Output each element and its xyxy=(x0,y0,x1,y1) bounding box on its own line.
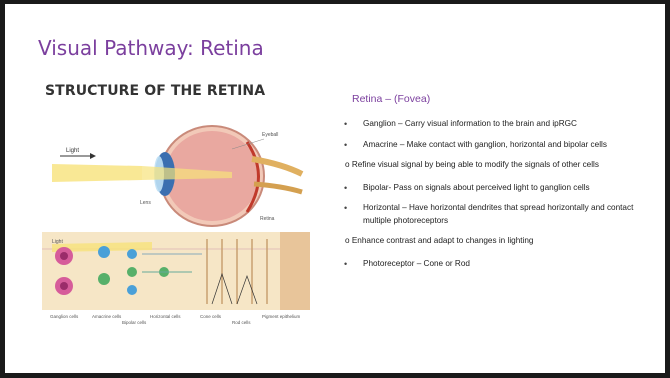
eyeball xyxy=(142,126,302,226)
label-amacrine: Amacrine cells xyxy=(92,314,122,319)
label-cone: Cone cells xyxy=(200,314,222,319)
item-text: Photoreceptor – Cone or Rod xyxy=(363,259,470,268)
slide-title: Visual Pathway: Retina xyxy=(38,36,264,60)
bullet-item: • Bipolar- Pass on signals about perceive… xyxy=(341,182,641,195)
retina-diagram: Light Eyeball Lens Retina xyxy=(32,104,320,326)
sub-point: o Enhance contrast and adapt to changes … xyxy=(341,235,641,248)
label-bipolar: Bipolar cells xyxy=(122,320,147,325)
item-text: Bipolar- Pass on signals about perceived… xyxy=(363,183,590,192)
label-retina: Retina xyxy=(260,216,275,222)
item-text: o Refine visual signal by being able to … xyxy=(345,160,599,169)
slide: Visual Pathway: Retina STRUCTURE OF THE … xyxy=(5,4,665,373)
bullet-item: • Ganglion – Carry visual information to … xyxy=(341,118,641,131)
figure-title: STRUCTURE OF THE RETINA xyxy=(45,83,265,99)
retina-cross-section xyxy=(42,232,310,310)
label-rod: Rod cells xyxy=(232,320,251,325)
label-pigment: Pigment epithelium xyxy=(262,314,301,319)
bullet-icon: • xyxy=(344,118,347,131)
item-text: Amacrine – Make contact with ganglion, h… xyxy=(363,140,607,149)
bullet-icon: • xyxy=(344,139,347,152)
label-eyeball: Eyeball xyxy=(262,132,278,138)
bullet-item: • Horizontal – Have horizontal dendrites … xyxy=(341,202,641,227)
label-light-lower: Light xyxy=(52,239,63,245)
bullet-icon: • xyxy=(344,202,347,215)
bullet-item: • Photoreceptor – Cone or Rod xyxy=(341,258,641,271)
light-beam xyxy=(52,153,142,182)
label-lens: Lens xyxy=(140,200,151,206)
bullet-icon: • xyxy=(344,258,347,271)
item-text: o Enhance contrast and adapt to changes … xyxy=(345,236,533,245)
sub-point: o Refine visual signal by being able to … xyxy=(341,159,641,172)
label-horizontal: Horizontal cells xyxy=(150,314,181,319)
item-text: Horizontal – Have horizontal dendrites t… xyxy=(363,203,633,225)
label-light: Light xyxy=(66,148,79,154)
label-ganglion: Ganglion cells xyxy=(50,314,79,319)
bullet-item: • Amacrine – Make contact with ganglion, … xyxy=(341,139,641,152)
section-heading: Retina – (Fovea) xyxy=(352,93,430,105)
bullet-list: • Ganglion – Carry visual information to … xyxy=(341,118,641,278)
item-text: Ganglion – Carry visual information to t… xyxy=(363,119,577,128)
bullet-icon: • xyxy=(344,182,347,195)
